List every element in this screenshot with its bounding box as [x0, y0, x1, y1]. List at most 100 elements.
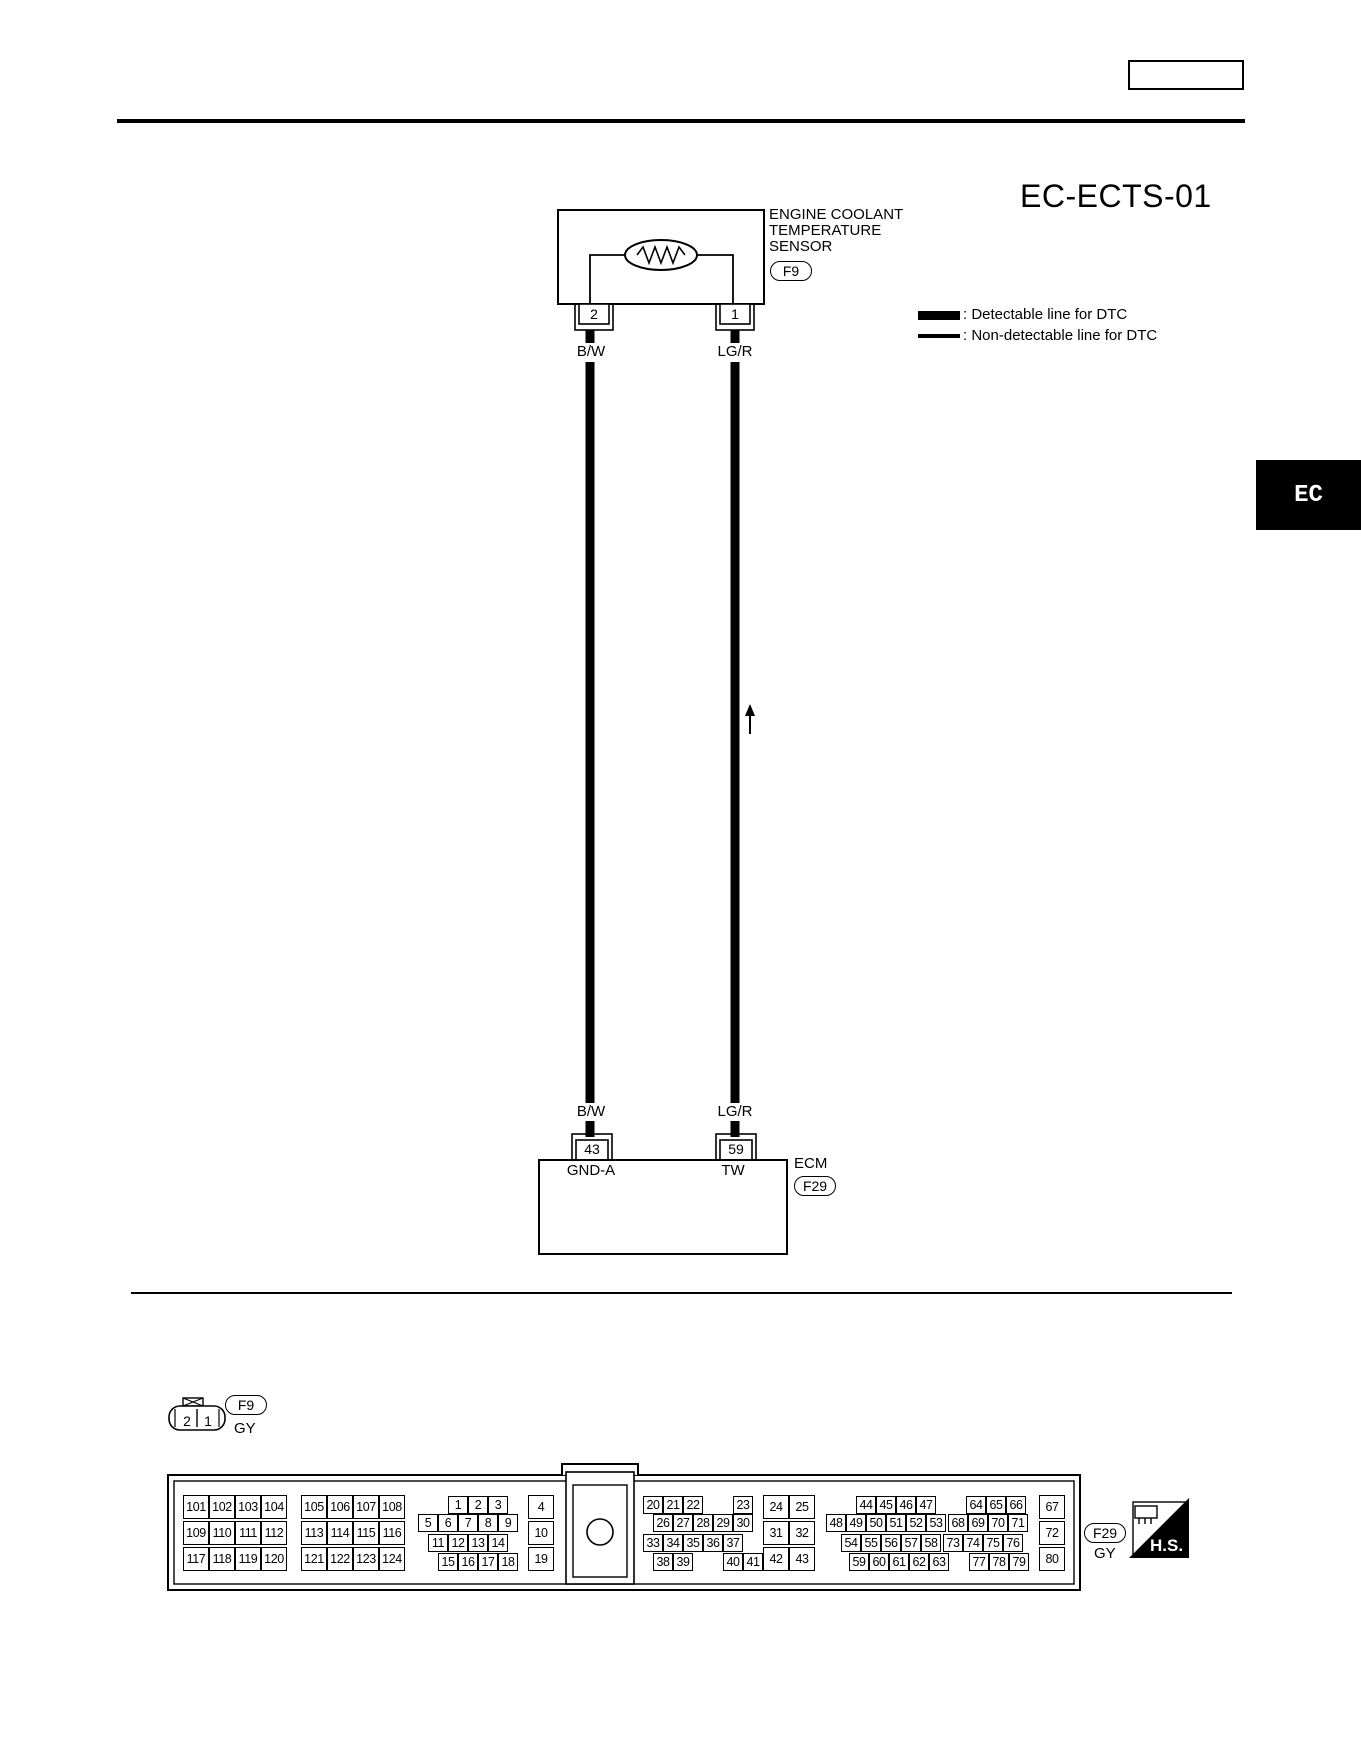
f29-pin: 9 — [498, 1514, 518, 1532]
f29-pin: 29 — [713, 1514, 733, 1532]
legend-detectable-swatch — [918, 311, 960, 320]
sensor-internal-wire — [696, 254, 734, 304]
resistor-zigzag — [636, 244, 686, 266]
f29-pin: 16 — [458, 1553, 478, 1571]
sensor-internal-wire — [589, 254, 625, 304]
f29-pin: 114 — [327, 1521, 353, 1545]
f29-pin: 108 — [379, 1495, 405, 1519]
f29-pin: 8 — [478, 1514, 498, 1532]
legend-detectable-text: : Detectable line for DTC — [963, 306, 1128, 323]
f29-pin: 79 — [1009, 1553, 1029, 1571]
f29-pin: 23 — [733, 1496, 753, 1514]
f29-pin: 67 — [1039, 1495, 1065, 1519]
f9-color-label: GY — [234, 1420, 256, 1437]
f29-connector-badge: F29 — [1084, 1523, 1126, 1543]
ecm-connector-badge: F29 — [794, 1176, 836, 1196]
f29-pin: 36 — [703, 1534, 723, 1552]
ecm-box — [538, 1159, 788, 1255]
f29-pin: 38 — [653, 1553, 673, 1571]
f29-pin: 33 — [643, 1534, 663, 1552]
f29-pin: 105 — [301, 1495, 327, 1519]
f29-pin: 28 — [693, 1514, 713, 1532]
f29-pin: 109 — [183, 1521, 209, 1545]
f29-pin: 112 — [261, 1521, 287, 1545]
harness-side-icon — [1129, 1498, 1189, 1558]
f29-pin: 44 — [856, 1496, 876, 1514]
f29-pin: 53 — [926, 1514, 946, 1532]
sensor-connector-badge: F9 — [770, 261, 812, 281]
f29-pin: 31 — [763, 1521, 789, 1545]
f29-pin: 13 — [468, 1534, 488, 1552]
f29-pin: 48 — [826, 1514, 846, 1532]
f29-pin: 39 — [673, 1553, 693, 1571]
sensor-pin-1-label: 1 — [731, 306, 739, 322]
f29-pin: 1 — [448, 1496, 468, 1514]
f29-pin: 49 — [846, 1514, 866, 1532]
f29-pin: 63 — [929, 1553, 949, 1571]
f29-pin: 70 — [988, 1514, 1008, 1532]
f29-pin: 37 — [723, 1534, 743, 1552]
sensor-pin-2-label: 2 — [590, 306, 598, 322]
f29-pin: 56 — [881, 1534, 901, 1552]
f29-pin: 80 — [1039, 1547, 1065, 1571]
f29-pin: 20 — [643, 1496, 663, 1514]
f9-connector-badge: F9 — [225, 1395, 267, 1415]
f29-pin: 60 — [869, 1553, 889, 1571]
f29-pin: 122 — [327, 1547, 353, 1571]
ecm-name: ECM — [794, 1155, 828, 1172]
f29-pin: 57 — [901, 1534, 921, 1552]
f29-pin: 120 — [261, 1547, 287, 1571]
f29-pin: 64 — [966, 1496, 986, 1514]
ecm-terminal-name: TW — [721, 1162, 745, 1179]
section-tab[interactable]: EC — [1256, 460, 1361, 530]
f29-pin: 68 — [948, 1514, 968, 1532]
f29-pin: 2 — [468, 1496, 488, 1514]
f29-pin: 30 — [733, 1514, 753, 1532]
f29-pin: 4 — [528, 1495, 554, 1519]
sensor-name-line: TEMPERATURE — [769, 222, 882, 239]
f29-pin: 58 — [921, 1534, 941, 1552]
f29-pin: 5 — [418, 1514, 438, 1532]
f29-pin: 124 — [379, 1547, 405, 1571]
f29-pin: 25 — [789, 1495, 815, 1519]
f29-pin: 19 — [528, 1547, 554, 1571]
f29-pin: 103 — [235, 1495, 261, 1519]
signal-arrow-head-icon — [745, 704, 755, 716]
f29-pin: 3 — [488, 1496, 508, 1514]
wire-color-label: LG/R — [717, 343, 753, 360]
f29-pin: 17 — [478, 1553, 498, 1571]
f29-pin: 24 — [763, 1495, 789, 1519]
f29-pin: 118 — [209, 1547, 235, 1571]
f29-pin: 111 — [235, 1521, 261, 1545]
f29-pin: 45 — [876, 1496, 896, 1514]
f29-pin: 41 — [743, 1553, 763, 1571]
f29-pin: 71 — [1008, 1514, 1028, 1532]
f29-pin: 74 — [963, 1534, 983, 1552]
f29-pin: 59 — [849, 1553, 869, 1571]
sensor-name-line: SENSOR — [769, 238, 833, 255]
f29-pin: 69 — [968, 1514, 988, 1532]
f29-pin: 65 — [986, 1496, 1006, 1514]
harness-side-label: H.S. — [1150, 1536, 1184, 1555]
f29-pin: 50 — [866, 1514, 886, 1532]
f29-pin: 115 — [353, 1521, 379, 1545]
f29-pin: 15 — [438, 1553, 458, 1571]
sensor-name: ENGINE COOLANT TEMPERATURE SENSOR — [769, 207, 903, 255]
f29-pin: 7 — [458, 1514, 478, 1532]
f9-connector-face — [168, 1397, 226, 1431]
f29-pin: 107 — [353, 1495, 379, 1519]
section-separator — [131, 1292, 1232, 1294]
f29-pin: 14 — [488, 1534, 508, 1552]
f29-pin: 52 — [906, 1514, 926, 1532]
f29-pin: 62 — [909, 1553, 929, 1571]
sensor-name-line: ENGINE COOLANT — [769, 206, 904, 223]
f29-pin: 6 — [438, 1514, 458, 1532]
harness-connector-icon — [1134, 1505, 1158, 1524]
f29-pin: 78 — [989, 1553, 1009, 1571]
sensor-pin-2 — [578, 303, 610, 325]
f29-pin: 27 — [673, 1514, 693, 1532]
f29-color-label: GY — [1094, 1545, 1116, 1562]
f29-pin: 10 — [528, 1521, 554, 1545]
f29-pin: 76 — [1003, 1534, 1023, 1552]
f29-pin: 22 — [683, 1496, 703, 1514]
